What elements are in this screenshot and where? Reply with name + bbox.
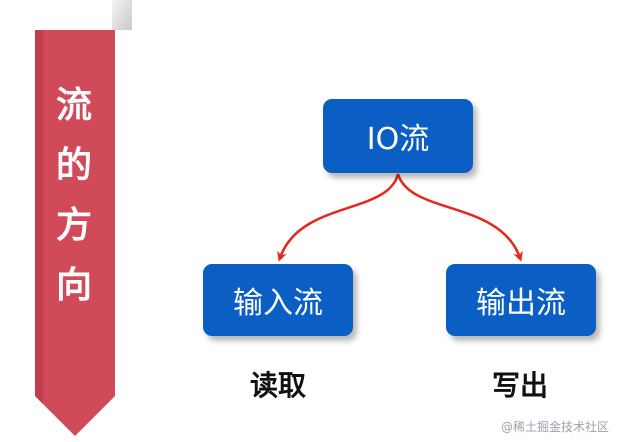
write-caption: 写出 [491, 369, 548, 402]
banner-char: 的 [55, 145, 92, 186]
read-caption: 读取 [249, 369, 306, 402]
arrow-to-input [277, 173, 400, 262]
output-stream-node: 输出流 [446, 264, 596, 336]
io-stream-node: IO流 [323, 99, 473, 173]
banner-char: 方 [55, 205, 92, 246]
banner-char: 流 [55, 85, 92, 126]
banner-shape [35, 0, 132, 436]
watermark: @稀土掘金技术社区 [500, 420, 609, 434]
banner-char: 向 [55, 265, 92, 306]
banner-title: 流 的 方 向 [38, 76, 110, 316]
title-banner: 流 的 方 向 [0, 0, 150, 442]
arrow-to-output [396, 173, 523, 262]
input-stream-node: 输入流 [203, 264, 353, 336]
